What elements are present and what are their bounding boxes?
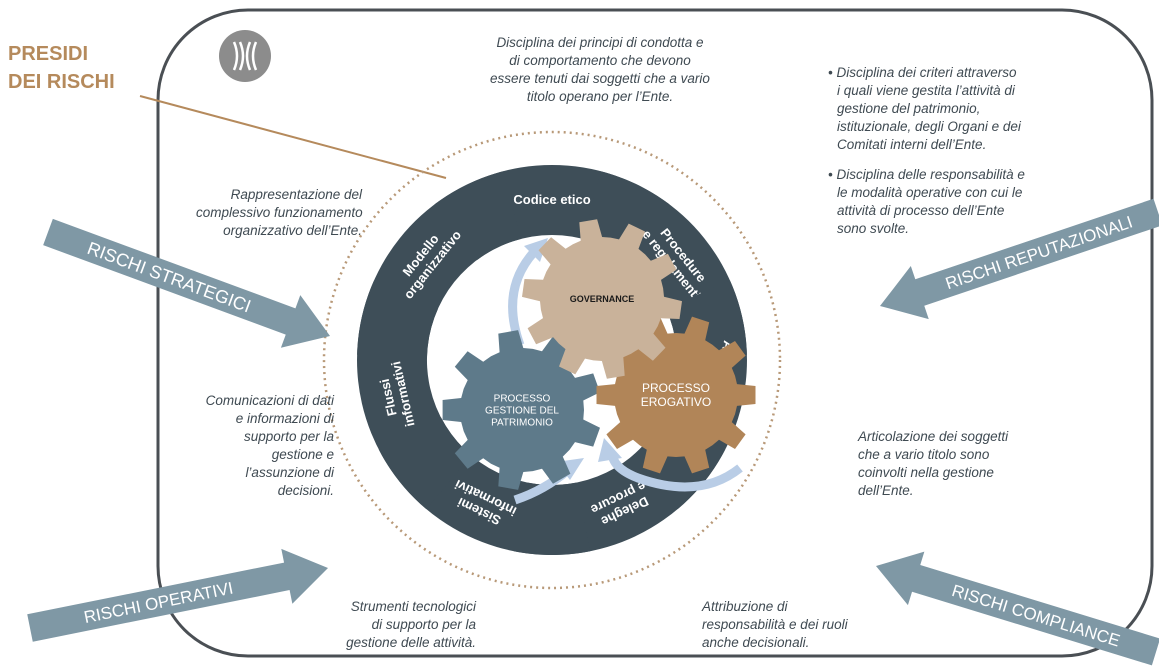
note-line: gestione del patrimonio, bbox=[837, 101, 981, 116]
gear-shape bbox=[522, 219, 682, 379]
risk-arrow-operativi: RISCHI OPERATIVI bbox=[27, 548, 329, 642]
note-line: di comportamento che devono bbox=[509, 53, 691, 68]
gear-shape bbox=[442, 330, 600, 490]
note-line: Comunicazioni di dati bbox=[205, 393, 334, 408]
note-line: istituzionale, degli Organi e dei bbox=[837, 119, 1021, 134]
note-text: Disciplina delle responsabilità e bbox=[836, 167, 1025, 182]
risk-arrow-shape bbox=[879, 198, 1159, 320]
note-line: l’assunzione di bbox=[245, 465, 334, 480]
risk-arrow-shape bbox=[875, 551, 1159, 666]
gear-label-line: PROCESSO bbox=[494, 393, 551, 404]
presidi-title-line2: DEI RISCHI bbox=[8, 71, 115, 93]
title-pointer-line bbox=[139, 95, 447, 179]
note-assetto: Articolazione dei soggetti che a vario t… bbox=[858, 428, 1008, 500]
presidi-title-line1: PRESIDI bbox=[8, 43, 89, 65]
note-line: Strumenti tecnologici bbox=[350, 599, 476, 614]
note-line: anche decisionali. bbox=[702, 635, 810, 650]
note-line: le modalità operative con cui le bbox=[837, 185, 1023, 200]
ornament-logo-icon bbox=[219, 30, 271, 82]
note-line: titolo operano per l’Ente. bbox=[526, 89, 674, 104]
note-line: supporto per la bbox=[243, 429, 334, 444]
note-line: sono svolte. bbox=[837, 221, 910, 236]
note-line: organizzativo dell’Ente. bbox=[223, 223, 362, 238]
note-line: • Disciplina delle responsabilità e bbox=[828, 167, 1025, 182]
cycle-arrow-right bbox=[607, 451, 743, 492]
gear-label-line: PROCESSO bbox=[642, 381, 710, 395]
note-modello: Rappresentazione del complessivo funzion… bbox=[196, 186, 363, 240]
note-line: gestione e bbox=[271, 447, 334, 462]
gear-label-line: GOVERNANCE bbox=[570, 294, 635, 304]
note-line: • Disciplina dei criteri attraverso bbox=[828, 65, 1017, 80]
gear-shape bbox=[596, 316, 756, 474]
note-procedure-bullet-2: • Disciplina delle responsabilità e le m… bbox=[828, 166, 1025, 238]
note-line: complessivo funzionamento bbox=[196, 205, 363, 220]
note-line: responsabilità e dei ruoli bbox=[702, 617, 848, 632]
note-line: decisioni. bbox=[277, 483, 334, 498]
risk-arrow-compliance: RISCHI COMPLIANCE bbox=[875, 551, 1159, 666]
note-line: che a vario titolo sono bbox=[858, 447, 990, 462]
note-line: Attribuzione di bbox=[702, 599, 788, 614]
gear-label: GOVERNANCE bbox=[570, 294, 635, 304]
gear-label-line: EROGATIVO bbox=[641, 395, 711, 409]
risk-arrow-shape bbox=[43, 218, 331, 348]
risk-label: RISCHI STRATEGICI bbox=[85, 238, 254, 317]
risk-label: RISCHI COMPLIANCE bbox=[950, 581, 1123, 650]
note-text: Disciplina dei criteri attraverso bbox=[836, 65, 1017, 80]
note-flussi: Comunicazioni di dati e informazioni di … bbox=[170, 392, 334, 500]
note-line: Rappresentazione del bbox=[230, 187, 362, 202]
note-line: e informazioni di bbox=[235, 411, 334, 426]
note-line: i quali viene gestita l’attività di bbox=[837, 83, 1015, 98]
note-sistemi: Strumenti tecnologici di supporto per la… bbox=[318, 598, 476, 652]
segment-shape bbox=[357, 171, 521, 357]
risk-arrow-shape bbox=[27, 548, 329, 642]
segment-label-line: Codice etico bbox=[513, 192, 590, 207]
note-codice-etico: Disciplina dei principi di condotta e di… bbox=[470, 34, 730, 106]
note-line: essere tenuti dai soggetti che a vario bbox=[490, 71, 710, 86]
note-line: dell’Ente. bbox=[858, 483, 914, 498]
note-line: Disciplina dei principi di condotta e bbox=[496, 35, 704, 50]
note-line: coinvolti nella gestione bbox=[858, 465, 994, 480]
note-line: Articolazione dei soggetti bbox=[858, 429, 1009, 444]
gear-governance: GOVERNANCE bbox=[522, 219, 682, 379]
gear-label-line: PATRIMONIO bbox=[491, 417, 553, 428]
outer-frame bbox=[156, 8, 1154, 658]
note-line: Comitati interni dell’Ente. bbox=[837, 137, 987, 152]
presidi-title: PRESIDI DEI RISCHI bbox=[8, 40, 115, 96]
note-deleghe: Attribuzione di responsabilità e dei ruo… bbox=[702, 598, 848, 652]
gear-label-line: GESTIONE DEL bbox=[485, 405, 559, 416]
note-line: di supporto per la bbox=[371, 617, 476, 632]
note-procedure-bullet-1: • Disciplina dei criteri attraverso i qu… bbox=[828, 64, 1021, 154]
note-line: attività di processo dell’Ente bbox=[837, 203, 1005, 218]
segment-modello: Modelloorganizzativo bbox=[357, 171, 521, 357]
dotted-ring bbox=[322, 130, 782, 590]
cycle-arrowhead-left bbox=[524, 238, 548, 262]
cycle-arrowhead-right bbox=[598, 438, 622, 462]
segment-label: Codice etico bbox=[513, 192, 590, 207]
note-line: gestione delle attività. bbox=[346, 635, 476, 650]
